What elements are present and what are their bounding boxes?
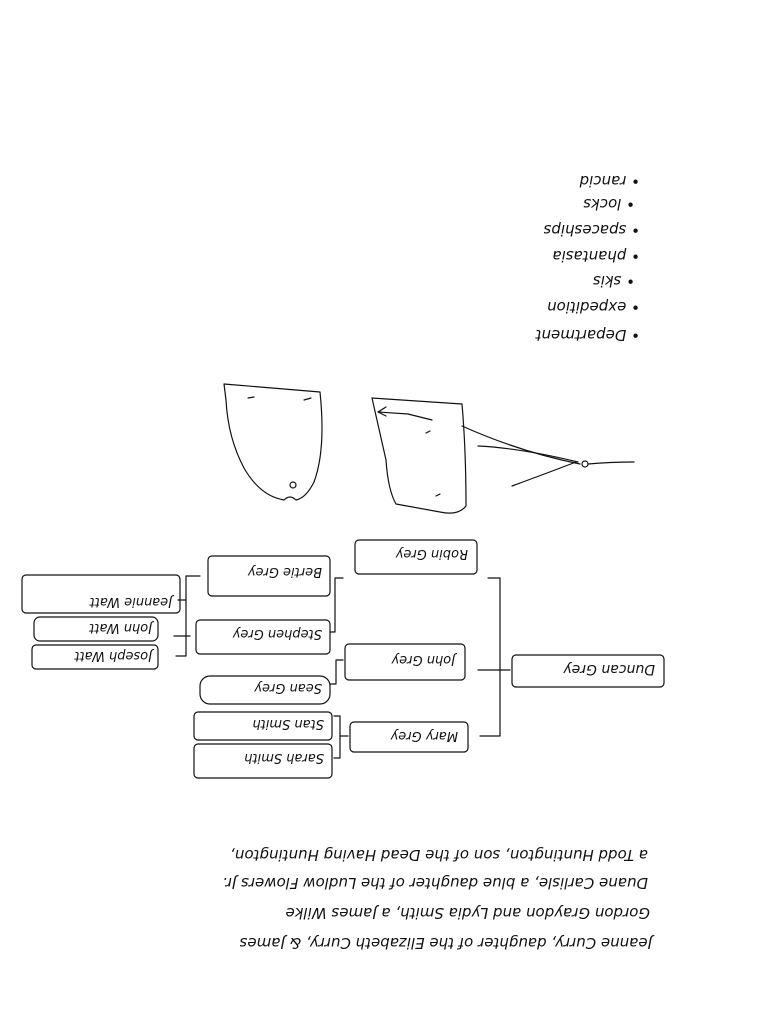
list-item: • Department — [534, 326, 640, 344]
family-tree: Duncan Grey Robin Grey John Grey Mary Gr… — [21, 539, 665, 779]
paragraph-line: Gordon Graydon and Lydia Smith, a James … — [286, 904, 650, 922]
tree-level2: Sean Grey — [254, 680, 322, 695]
bullet-list: • rancid • locks • spaceships • phantasi… — [534, 172, 640, 344]
left-head-sketch — [223, 383, 323, 501]
tree-level2: Sarah Smith — [244, 750, 324, 765]
tree-level1: Mary Grey — [390, 728, 458, 743]
tree-level3: Joseph Watt — [74, 648, 155, 663]
list-item: • locks — [583, 195, 635, 213]
tree-level1: John Grey — [391, 652, 458, 667]
list-item: • rancid — [579, 172, 640, 190]
tree-level1: Robin Grey — [395, 546, 468, 561]
list-item: • spaceships — [543, 221, 640, 239]
tree-level2: Stan Smith — [252, 716, 324, 731]
paragraph-line: Jeanne Curry, daughter of the Elizabeth … — [239, 934, 655, 952]
tree-level3: John Watt — [88, 620, 155, 635]
paragraph-line: a Todd Huntington, son of the Dead Havin… — [230, 846, 648, 864]
handwritten-paragraph: a Todd Huntington, son of the Dead Havin… — [222, 846, 655, 952]
tree-root: Duncan Grey — [563, 661, 655, 677]
tree-level2: Stephen Grey — [232, 626, 322, 641]
tree-level2: Bertie Grey — [247, 564, 322, 579]
list-item: • phantasia — [552, 247, 640, 265]
list-item: • skis — [593, 272, 635, 290]
list-item: • expedition — [547, 298, 640, 316]
paragraph-line: Duane Carlisle, a blue daughter of the L… — [222, 874, 648, 892]
tree-level3: Jeannie Watt — [89, 594, 175, 609]
right-head-sketch — [371, 397, 635, 514]
